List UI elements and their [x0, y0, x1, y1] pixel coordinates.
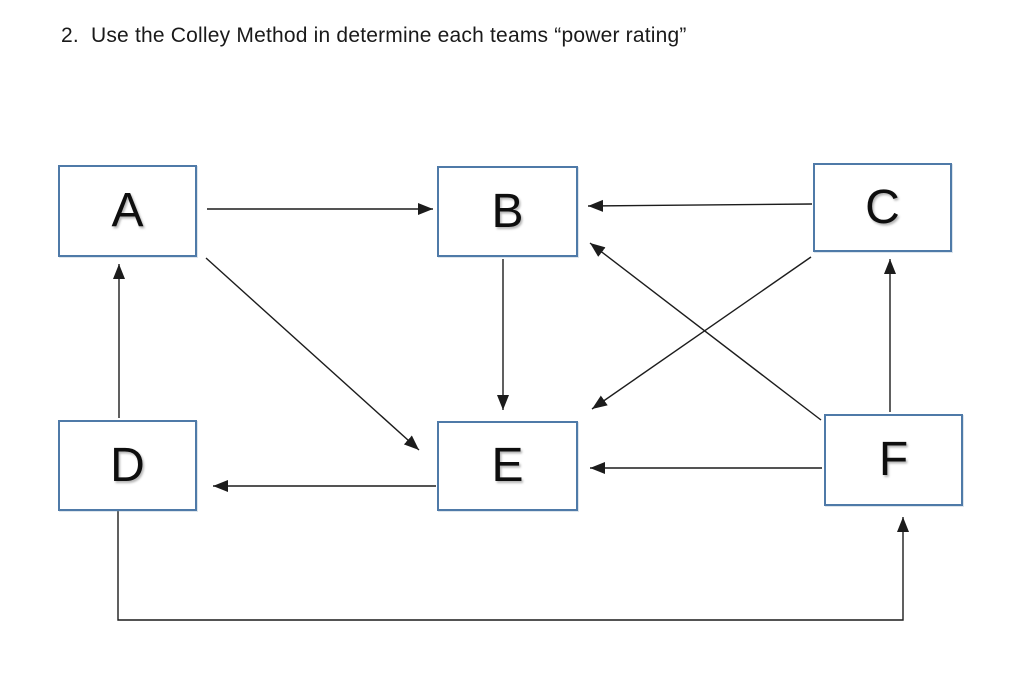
node-A: A [58, 165, 197, 257]
node-C-label: C [865, 180, 900, 234]
problem-title: 2. Use the Colley Method in determine ea… [61, 24, 687, 47]
edge-C-B [587, 199, 813, 212]
node-D-label: D [110, 438, 145, 492]
edge-C-E [591, 256, 812, 410]
node-E-label: E [491, 439, 524, 492]
edge-F-B [589, 242, 822, 421]
node-C: C [813, 163, 952, 252]
edge-A-E [205, 257, 420, 451]
edge-D-F [117, 511, 909, 621]
node-E: E [437, 421, 578, 511]
node-A-label: A [111, 184, 144, 237]
node-F-label: F [878, 433, 909, 486]
node-B-label: B [491, 184, 524, 238]
node-B: B [437, 166, 578, 257]
node-D: D [58, 420, 197, 511]
node-F: F [824, 414, 963, 506]
